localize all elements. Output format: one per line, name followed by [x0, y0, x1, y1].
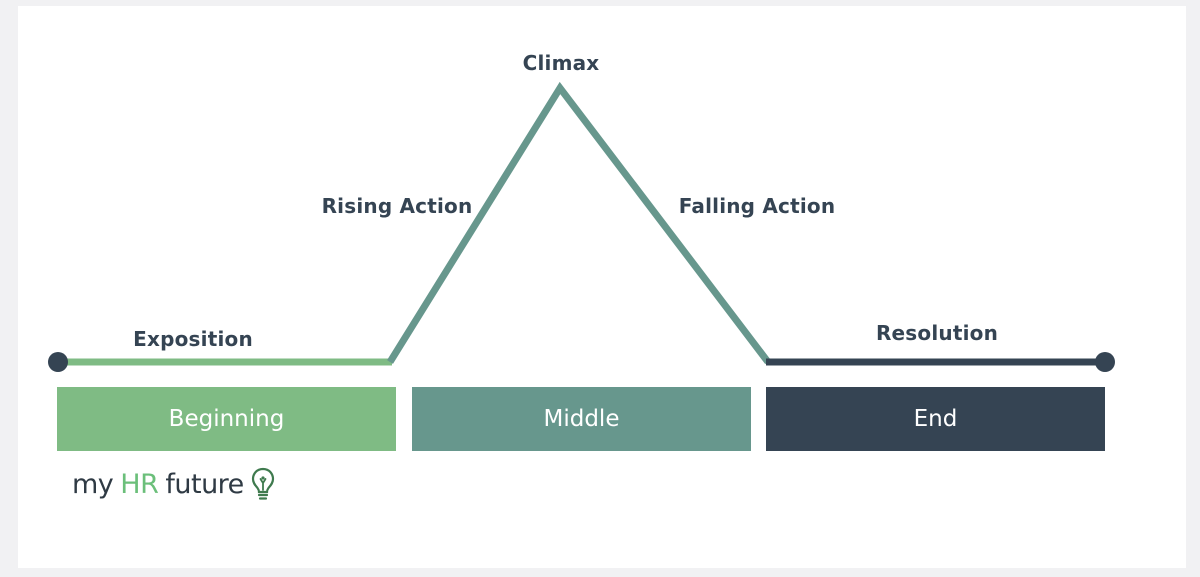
beginning-label: Beginning: [168, 406, 285, 432]
exposition-label: Exposition: [133, 327, 253, 351]
beginning-block: Beginning: [57, 387, 396, 451]
middle-block: Middle: [412, 387, 751, 451]
start-dot: [48, 352, 68, 372]
lightbulb-icon: [250, 466, 276, 502]
resolution-label: Resolution: [875, 321, 999, 345]
climax-label: Climax: [522, 51, 600, 75]
rising-action-label: Rising Action: [321, 194, 473, 218]
end-block: End: [766, 387, 1105, 451]
rising-falling-arc: [387, 81, 771, 365]
end-label: End: [913, 406, 958, 432]
end-dot: [1095, 352, 1115, 372]
myhrfuture-logo: my HR future: [72, 466, 276, 502]
logo-text-my: my: [72, 468, 114, 500]
middle-label: Middle: [543, 406, 620, 432]
falling-action-label: Falling Action: [678, 194, 836, 218]
diagram-card: [18, 6, 1186, 568]
logo-text-future: future: [165, 468, 244, 500]
logo-text-hr: HR: [120, 468, 159, 500]
